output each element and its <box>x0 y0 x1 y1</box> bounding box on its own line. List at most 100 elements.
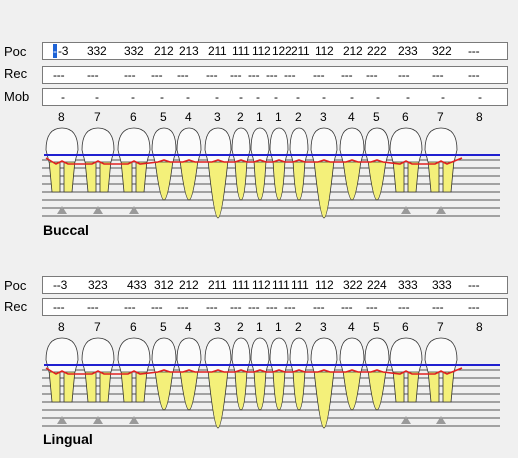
poc-cell[interactable]: 211 <box>291 44 310 58</box>
poc-cell[interactable]: 222 <box>367 44 387 58</box>
poc-cell[interactable]: 122 <box>272 44 292 58</box>
rec-cell[interactable]: --- <box>468 68 480 82</box>
poc-cell[interactable]: 112 <box>252 278 271 292</box>
tooth[interactable] <box>339 127 365 201</box>
mob-cell[interactable]: - <box>376 90 380 104</box>
poc-cell[interactable]: 212 <box>154 44 174 58</box>
tooth[interactable] <box>45 127 79 193</box>
mob-cell[interactable]: - <box>478 90 482 104</box>
tooth[interactable] <box>151 127 177 201</box>
poc-cell[interactable]: 333 <box>432 278 452 292</box>
tooth[interactable] <box>81 337 115 403</box>
buccal-mob-row[interactable]: - - - - - - - - - - - - - - - - <box>42 88 508 106</box>
poc-cell[interactable]: 211 <box>208 278 227 292</box>
mob-cell[interactable]: - <box>186 90 190 104</box>
tooth[interactable] <box>151 337 177 411</box>
poc-cell[interactable]: --- <box>468 278 480 292</box>
poc-cell[interactable]: 111 <box>232 278 250 292</box>
rec-cell[interactable]: --- <box>230 68 242 82</box>
rec-cell[interactable]: --- <box>87 68 99 82</box>
poc-cell[interactable]: 212 <box>179 278 199 292</box>
rec-cell[interactable]: --- <box>266 68 278 82</box>
tooth[interactable] <box>364 337 390 411</box>
buccal-rec-row[interactable]: --- --- --- --- --- --- --- --- --- --- … <box>42 66 508 84</box>
rec-cell[interactable]: --- <box>206 300 218 314</box>
poc-cell[interactable]: 322 <box>432 44 452 58</box>
rec-cell[interactable]: --- <box>230 300 242 314</box>
poc-cell[interactable]: 211 <box>208 44 227 58</box>
poc-cell[interactable]: 111 <box>272 278 290 292</box>
rec-cell[interactable]: --- <box>124 300 136 314</box>
mob-cell[interactable]: - <box>296 90 300 104</box>
poc-cell[interactable]: - <box>53 44 57 58</box>
tooth[interactable] <box>389 127 423 193</box>
tooth[interactable] <box>424 337 458 403</box>
poc-cell[interactable]: 433 <box>127 278 147 292</box>
tooth[interactable] <box>117 127 151 193</box>
poc-cell[interactable]: 333 <box>398 278 418 292</box>
tooth[interactable] <box>339 337 365 411</box>
poc-cell[interactable]: 323 <box>88 278 108 292</box>
rec-cell[interactable]: --- <box>284 68 296 82</box>
tooth[interactable] <box>250 337 270 411</box>
mob-cell[interactable]: - <box>131 90 135 104</box>
poc-cell[interactable]: 112 <box>315 44 334 58</box>
poc-cell[interactable]: 332 <box>87 44 107 58</box>
mob-cell[interactable]: - <box>160 90 164 104</box>
rec-cell[interactable]: --- <box>266 300 278 314</box>
rec-cell[interactable]: --- <box>177 68 189 82</box>
tooth[interactable] <box>250 127 270 201</box>
rec-cell[interactable]: --- <box>151 300 163 314</box>
rec-cell[interactable]: --- <box>284 300 296 314</box>
poc-cell[interactable]: 112 <box>252 44 271 58</box>
rec-cell[interactable]: --- <box>366 68 378 82</box>
tooth[interactable] <box>45 337 79 403</box>
tooth[interactable] <box>204 337 232 429</box>
mob-cell[interactable]: - <box>256 90 260 104</box>
tooth[interactable] <box>204 127 232 219</box>
tooth[interactable] <box>364 127 390 201</box>
tooth[interactable] <box>117 337 151 403</box>
poc-cell[interactable]: 213 <box>179 44 199 58</box>
poc-cell[interactable]: 112 <box>315 278 334 292</box>
poc-cell[interactable]: 111 <box>232 44 250 58</box>
rec-cell[interactable]: --- <box>248 68 260 82</box>
poc-cell[interactable]: 224 <box>367 278 387 292</box>
mob-cell[interactable]: - <box>95 90 99 104</box>
rec-cell[interactable]: --- <box>398 300 410 314</box>
mob-cell[interactable]: - <box>350 90 354 104</box>
buccal-tooth-chart[interactable] <box>0 120 518 235</box>
rec-cell[interactable]: --- <box>366 300 378 314</box>
tooth[interactable] <box>389 337 423 403</box>
tooth[interactable] <box>231 337 251 411</box>
rec-cell[interactable]: --- <box>248 300 260 314</box>
tooth[interactable] <box>269 337 289 411</box>
rec-cell[interactable]: --- <box>341 300 353 314</box>
mob-cell[interactable]: - <box>322 90 326 104</box>
poc-cell[interactable]: 312 <box>154 278 174 292</box>
tooth[interactable] <box>289 337 309 411</box>
rec-cell[interactable]: --- <box>53 68 65 82</box>
mob-cell[interactable]: - <box>274 90 278 104</box>
lingual-rec-row[interactable]: --- --- --- --- --- --- --- --- --- --- … <box>42 298 508 316</box>
rec-cell[interactable]: --- <box>177 300 189 314</box>
poc-cell[interactable]: 322 <box>343 278 363 292</box>
tooth[interactable] <box>176 337 202 411</box>
rec-cell[interactable]: --- <box>53 300 65 314</box>
mob-cell[interactable]: - <box>215 90 219 104</box>
tooth[interactable] <box>231 127 251 201</box>
poc-cell[interactable]: 332 <box>124 44 144 58</box>
rec-cell[interactable]: --- <box>206 68 218 82</box>
tooth[interactable] <box>81 127 115 193</box>
rec-cell[interactable]: --- <box>468 300 480 314</box>
mob-cell[interactable]: - <box>441 90 445 104</box>
tooth[interactable] <box>269 127 289 201</box>
mob-cell[interactable]: - <box>239 90 243 104</box>
lingual-tooth-chart[interactable] <box>0 330 518 445</box>
rec-cell[interactable]: --- <box>151 68 163 82</box>
poc-cell[interactable]: 111 <box>291 278 309 292</box>
poc-cell[interactable]: -3 <box>58 44 69 58</box>
tooth[interactable] <box>176 127 202 201</box>
rec-cell[interactable]: --- <box>313 68 325 82</box>
mob-cell[interactable]: - <box>61 90 65 104</box>
